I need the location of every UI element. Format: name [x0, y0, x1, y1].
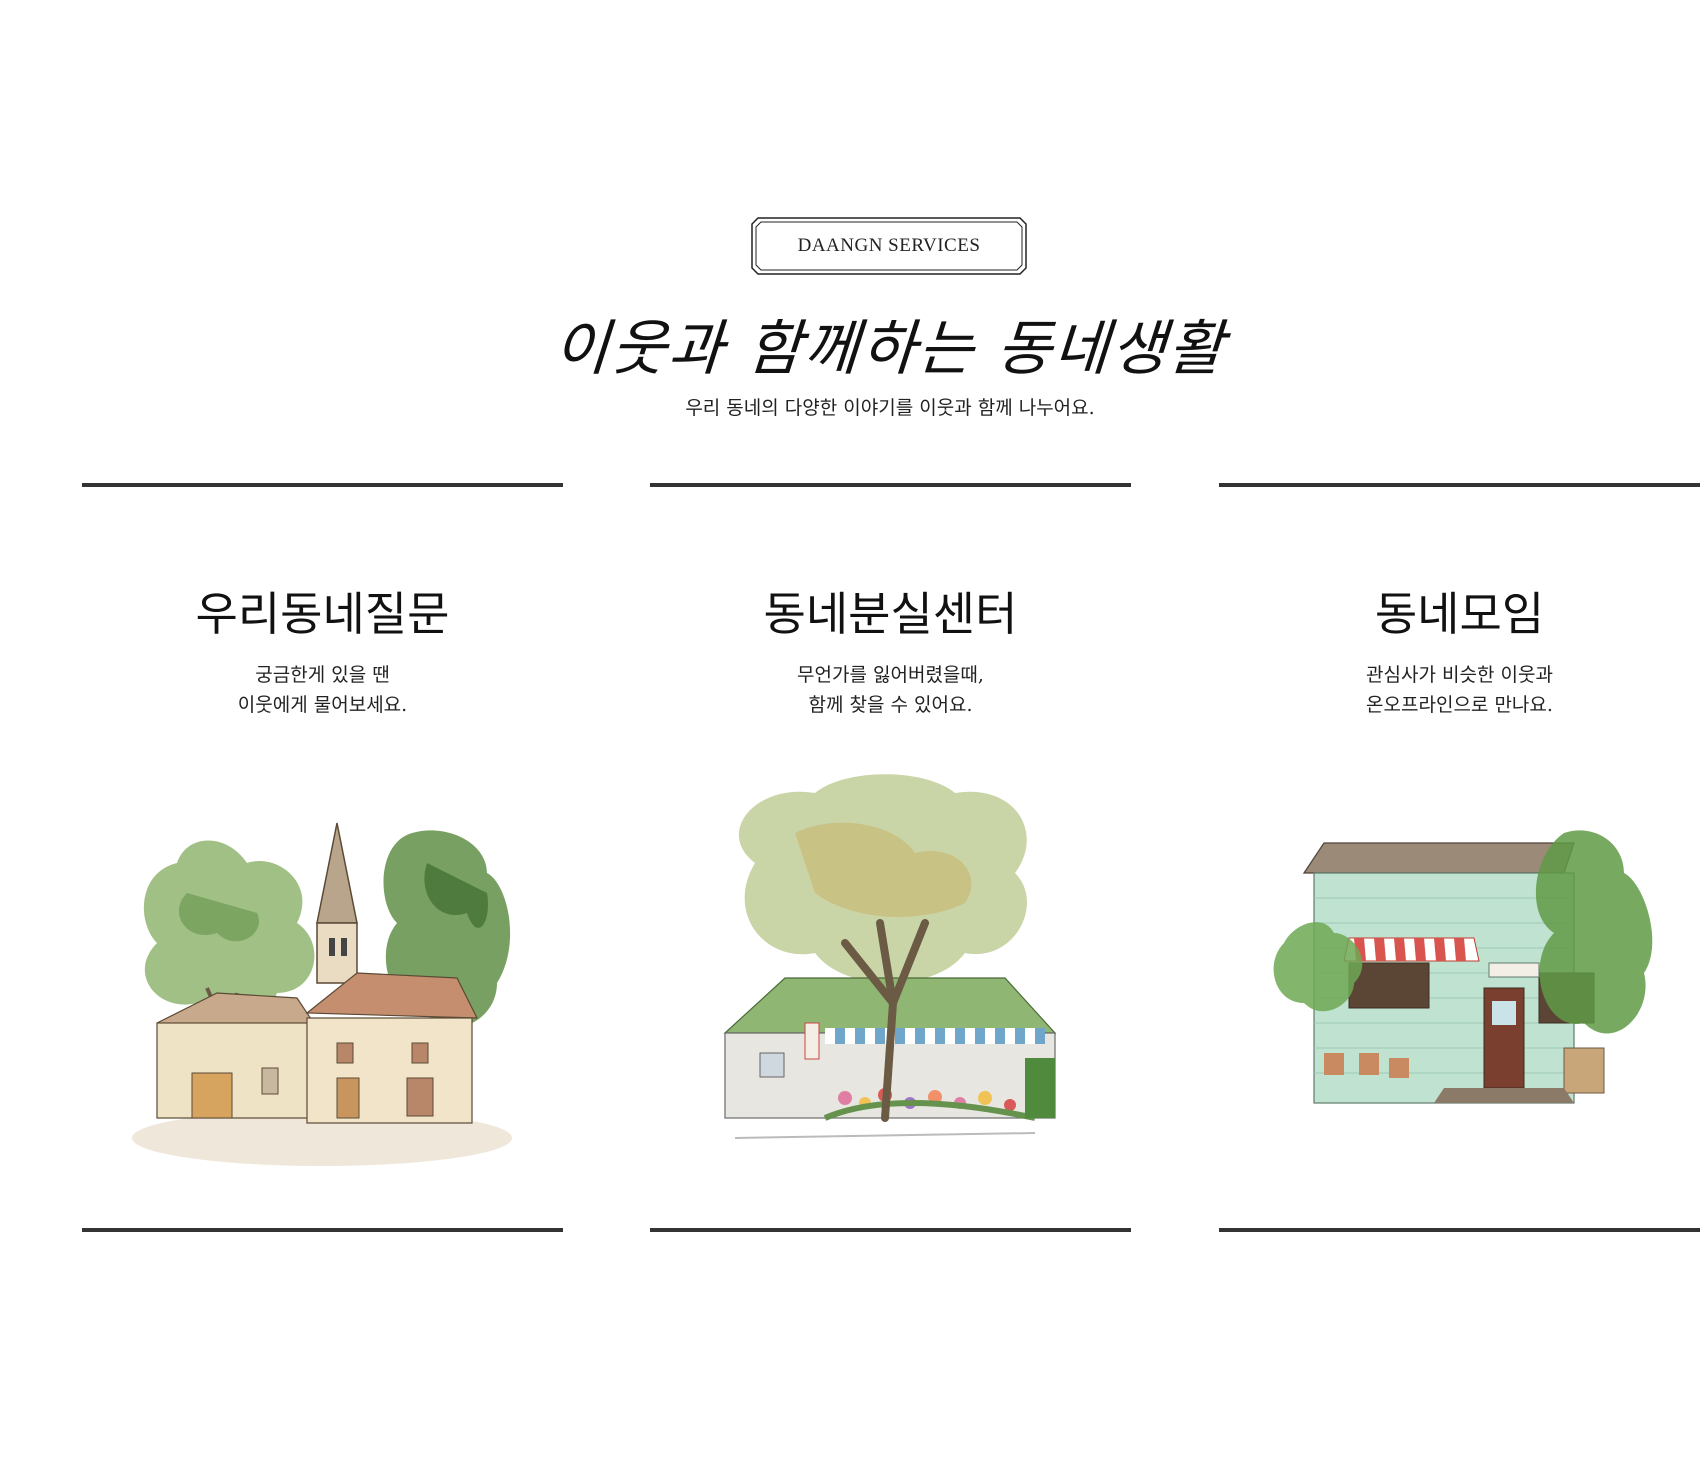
- service-card-question: 우리동네질문 궁금한게 있을 땐 이웃에게 물어보세요.: [82, 483, 563, 1232]
- service-card-lost-found: 동네분실센터 무언가를 잃어버렸을때, 함께 찾을 수 있어요.: [650, 483, 1131, 1232]
- card-divider-bottom: [82, 1228, 563, 1232]
- card-description: 무언가를 잃어버렸을때, 함께 찾을 수 있어요.: [650, 660, 1131, 720]
- page-subtitle: 우리 동네의 다양한 이야기를 이웃과 함께 나누어요.: [685, 397, 1095, 419]
- card-title: 우리동네질문: [195, 587, 450, 641]
- card-description-line: 이웃에게 물어보세요.: [237, 694, 408, 716]
- badge-label: DAANGN SERVICES: [797, 235, 981, 256]
- church-village-illustration: [127, 773, 517, 1173]
- card-divider-top: [650, 483, 1131, 487]
- badge-frame: [751, 217, 1027, 275]
- card-divider-top: [82, 483, 563, 487]
- card-title: 동네분실센터: [763, 587, 1018, 641]
- cafe-house-illustration: [1264, 773, 1654, 1173]
- services-badge: DAANGN SERVICES: [750, 216, 1028, 276]
- card-description: 궁금한게 있을 땐 이웃에게 물어보세요.: [82, 660, 563, 720]
- service-card-meetups: 동네모임 관심사가 비슷한 이웃과 온오프라인으로 만나요.: [1219, 483, 1700, 1232]
- page-title: 이웃과 함께하는 동네생활: [551, 314, 1228, 384]
- card-description: 관심사가 비슷한 이웃과 온오프라인으로 만나요.: [1219, 660, 1700, 720]
- card-divider-bottom: [650, 1228, 1131, 1232]
- card-divider-bottom: [1219, 1228, 1700, 1232]
- card-description-line: 궁금한게 있을 땐: [255, 664, 390, 686]
- card-description-line: 관심사가 비슷한 이웃과: [1366, 664, 1553, 686]
- card-description-line: 함께 찾을 수 있어요.: [808, 694, 973, 716]
- card-divider-top: [1219, 483, 1700, 487]
- card-description-line: 온오프라인으로 만나요.: [1366, 694, 1553, 716]
- flower-shop-illustration: [695, 773, 1085, 1173]
- card-title: 동네모임: [1374, 587, 1545, 641]
- card-description-line: 무언가를 잃어버렸을때,: [797, 664, 984, 686]
